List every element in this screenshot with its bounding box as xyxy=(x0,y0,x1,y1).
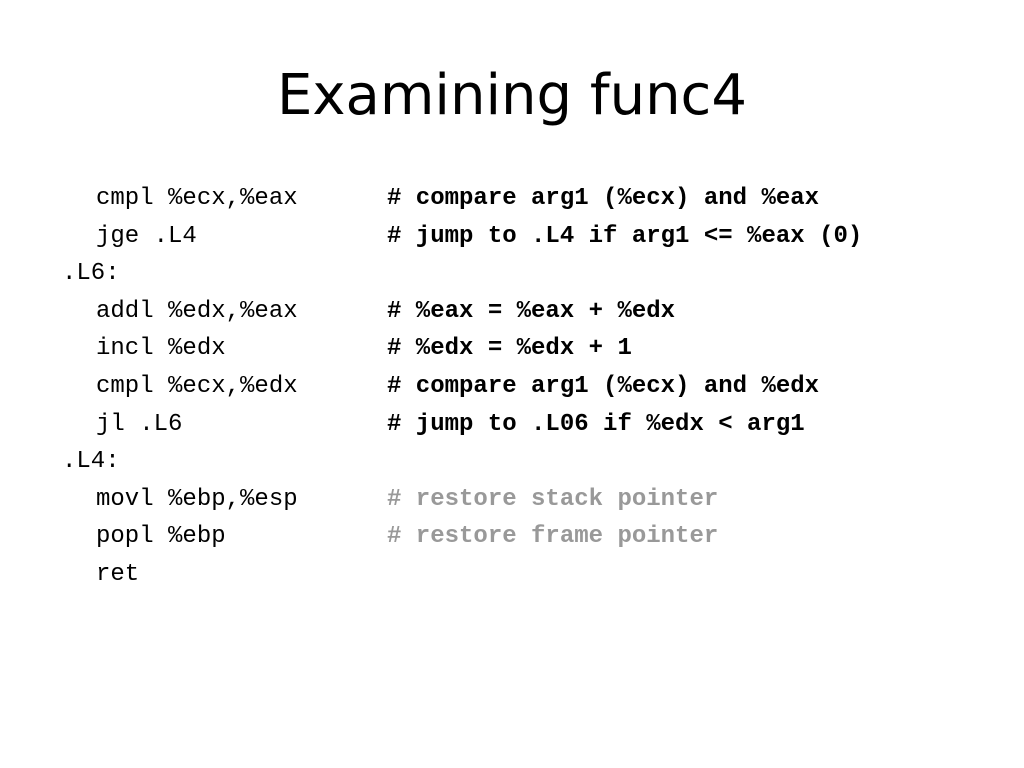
code-comment-muted: # restore stack pointer xyxy=(387,486,719,513)
code-instruction: ret xyxy=(96,561,140,588)
code-line: .L4: xyxy=(0,443,1024,481)
code-comment: # jump to .L4 if arg1 <= %eax (0) xyxy=(387,223,863,250)
code-comment-muted: # restore frame pointer xyxy=(387,523,719,550)
code-line: movl %ebp,%esp # restore stack pointer xyxy=(0,481,1024,519)
code-instruction: popl %ebp xyxy=(96,523,226,550)
code-comment: # compare arg1 (%ecx) and %eax xyxy=(387,185,820,212)
code-instruction: jge .L4 xyxy=(96,223,197,250)
code-comment: # jump to .L06 if %edx < arg1 xyxy=(387,411,805,438)
code-line: .L6: xyxy=(0,255,1024,293)
code-instruction: movl %ebp,%esp xyxy=(96,486,298,513)
code-line: addl %edx,%eax # %eax = %eax + %edx xyxy=(0,293,1024,331)
code-line: jl .L6 # jump to .L06 if %edx < arg1 xyxy=(0,406,1024,444)
code-label: .L6: xyxy=(62,260,120,287)
code-line: cmpl %ecx,%eax # compare arg1 (%ecx) and… xyxy=(0,180,1024,218)
code-line: cmpl %ecx,%edx # compare arg1 (%ecx) and… xyxy=(0,368,1024,406)
code-line: incl %edx # %edx = %edx + 1 xyxy=(0,330,1024,368)
slide-title: Examining func4 xyxy=(277,63,747,128)
code-instruction: addl %edx,%eax xyxy=(96,298,298,325)
code-label: .L4: xyxy=(62,448,120,475)
code-comment: # %eax = %eax + %edx xyxy=(387,298,676,325)
code-instruction: incl %edx xyxy=(96,335,226,362)
code-line: ret xyxy=(0,556,1024,594)
code-line: jge .L4 # jump to .L4 if arg1 <= %eax (0… xyxy=(0,218,1024,256)
code-line: popl %ebp # restore frame pointer xyxy=(0,518,1024,556)
code-instruction: cmpl %ecx,%eax xyxy=(96,185,298,212)
code-instruction: jl .L6 xyxy=(96,411,183,438)
code-comment: # %edx = %edx + 1 xyxy=(387,335,632,362)
code-comment: # compare arg1 (%ecx) and %edx xyxy=(387,373,820,400)
code-instruction: cmpl %ecx,%edx xyxy=(96,373,298,400)
